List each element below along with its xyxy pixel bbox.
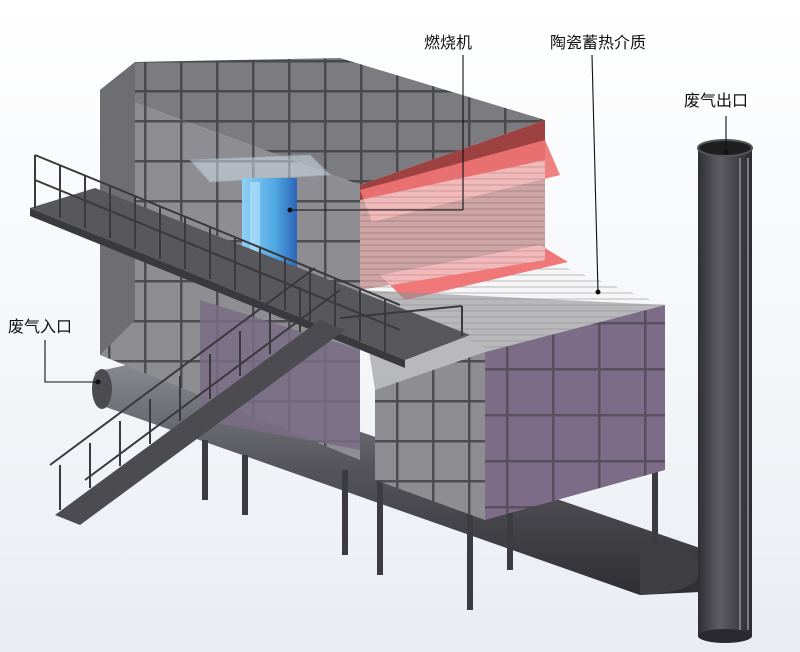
leader-outlet-dot <box>723 149 729 155</box>
exhaust-stack <box>697 139 753 643</box>
label-ceramic-media: 陶瓷蓄热介质 <box>550 33 646 52</box>
label-exhaust-outlet: 废气出口 <box>684 91 748 110</box>
leader-ceramic <box>591 54 599 293</box>
staircase <box>49 267 345 525</box>
label-burner: 燃烧机 <box>424 33 472 52</box>
leader-inlet-dot <box>95 379 101 385</box>
front-box <box>360 290 665 520</box>
leader-ceramic-dot <box>595 289 601 295</box>
ceramic-chamber <box>360 120 665 352</box>
leader-burner-dot <box>287 207 293 213</box>
label-exhaust-inlet: 废气入口 <box>8 317 72 336</box>
leader-inlet <box>44 340 98 383</box>
